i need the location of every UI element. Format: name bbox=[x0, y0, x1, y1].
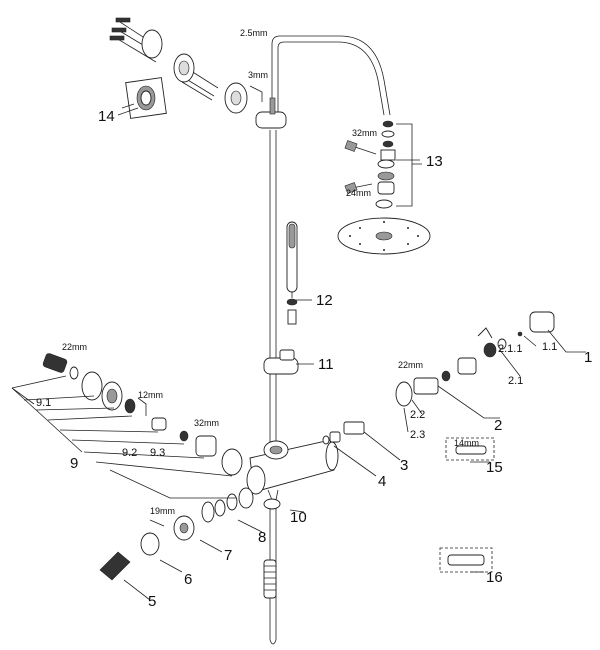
lower-parts bbox=[99, 487, 254, 581]
tool-label-32mm-head: 32mm bbox=[352, 128, 377, 138]
callout-labels: 1 1.1 2 2.1 2.1.1 2.2 2.3 3 4 5 6 7 8 9 … bbox=[36, 108, 592, 610]
tool-label-12mm: 12mm bbox=[138, 390, 163, 400]
tool-label-3mm: 3mm bbox=[248, 70, 268, 80]
tool-label-14mm: 14mm bbox=[454, 438, 479, 448]
callout-5: 5 bbox=[148, 593, 156, 610]
part-15-valve bbox=[445, 437, 495, 461]
callout-9: 9 bbox=[70, 455, 78, 472]
tool-label-22mm-left: 22mm bbox=[62, 342, 87, 352]
tool-label-19mm: 19mm bbox=[150, 506, 175, 516]
callout-14: 14 bbox=[98, 108, 115, 125]
head-shower-fittings bbox=[344, 120, 422, 209]
callout-10: 10 bbox=[290, 509, 307, 526]
tool-labels: 2.5mm 3mm 32mm 24mm 22mm 12mm 32mm 22mm … bbox=[62, 28, 479, 516]
callout-2-1-1: 2.1.1 bbox=[498, 343, 522, 355]
callout-2-2: 2.2 bbox=[410, 409, 425, 421]
callout-15: 15 bbox=[486, 459, 503, 476]
tool-label-32mm-left: 32mm bbox=[194, 418, 219, 428]
callout-2: 2 bbox=[494, 417, 502, 434]
adapter-parts bbox=[322, 421, 365, 445]
callout-9-3: 9.3 bbox=[150, 447, 165, 459]
callout-2-1: 2.1 bbox=[508, 375, 523, 387]
callout-1: 1 bbox=[584, 349, 592, 366]
part-16-valve bbox=[439, 547, 493, 573]
shower-riser-pipe bbox=[269, 35, 391, 645]
callout-16: 16 bbox=[486, 569, 503, 586]
right-cartridge-parts bbox=[395, 311, 555, 407]
shower-hose bbox=[263, 559, 277, 599]
callout-6: 6 bbox=[184, 571, 192, 588]
callout-8: 8 bbox=[258, 529, 266, 546]
head-shower-plate bbox=[337, 217, 431, 255]
sliding-holder bbox=[263, 349, 299, 375]
callout-7: 7 bbox=[224, 547, 232, 564]
riser-clamp bbox=[249, 85, 287, 129]
callout-12: 12 bbox=[316, 292, 333, 309]
callout-2-3: 2.3 bbox=[410, 429, 425, 441]
tool-label-2-5mm: 2.5mm bbox=[240, 28, 268, 38]
thermostat-body bbox=[246, 439, 339, 510]
callout-1-1: 1.1 bbox=[542, 341, 557, 353]
callout-13: 13 bbox=[426, 153, 443, 170]
tool-label-22mm-right: 22mm bbox=[398, 360, 423, 370]
callout-11: 11 bbox=[318, 356, 334, 373]
callout-3: 3 bbox=[400, 457, 408, 474]
callout-9-1: 9.1 bbox=[36, 397, 51, 409]
wall-bracket-assembly bbox=[109, 17, 248, 119]
callout-9-2: 9.2 bbox=[122, 447, 137, 459]
left-cartridge-parts bbox=[42, 353, 243, 476]
leader-lines bbox=[11, 107, 586, 601]
callout-4: 4 bbox=[378, 473, 386, 490]
tool-label-24mm: 24mm bbox=[346, 188, 371, 198]
hand-shower bbox=[286, 221, 298, 325]
